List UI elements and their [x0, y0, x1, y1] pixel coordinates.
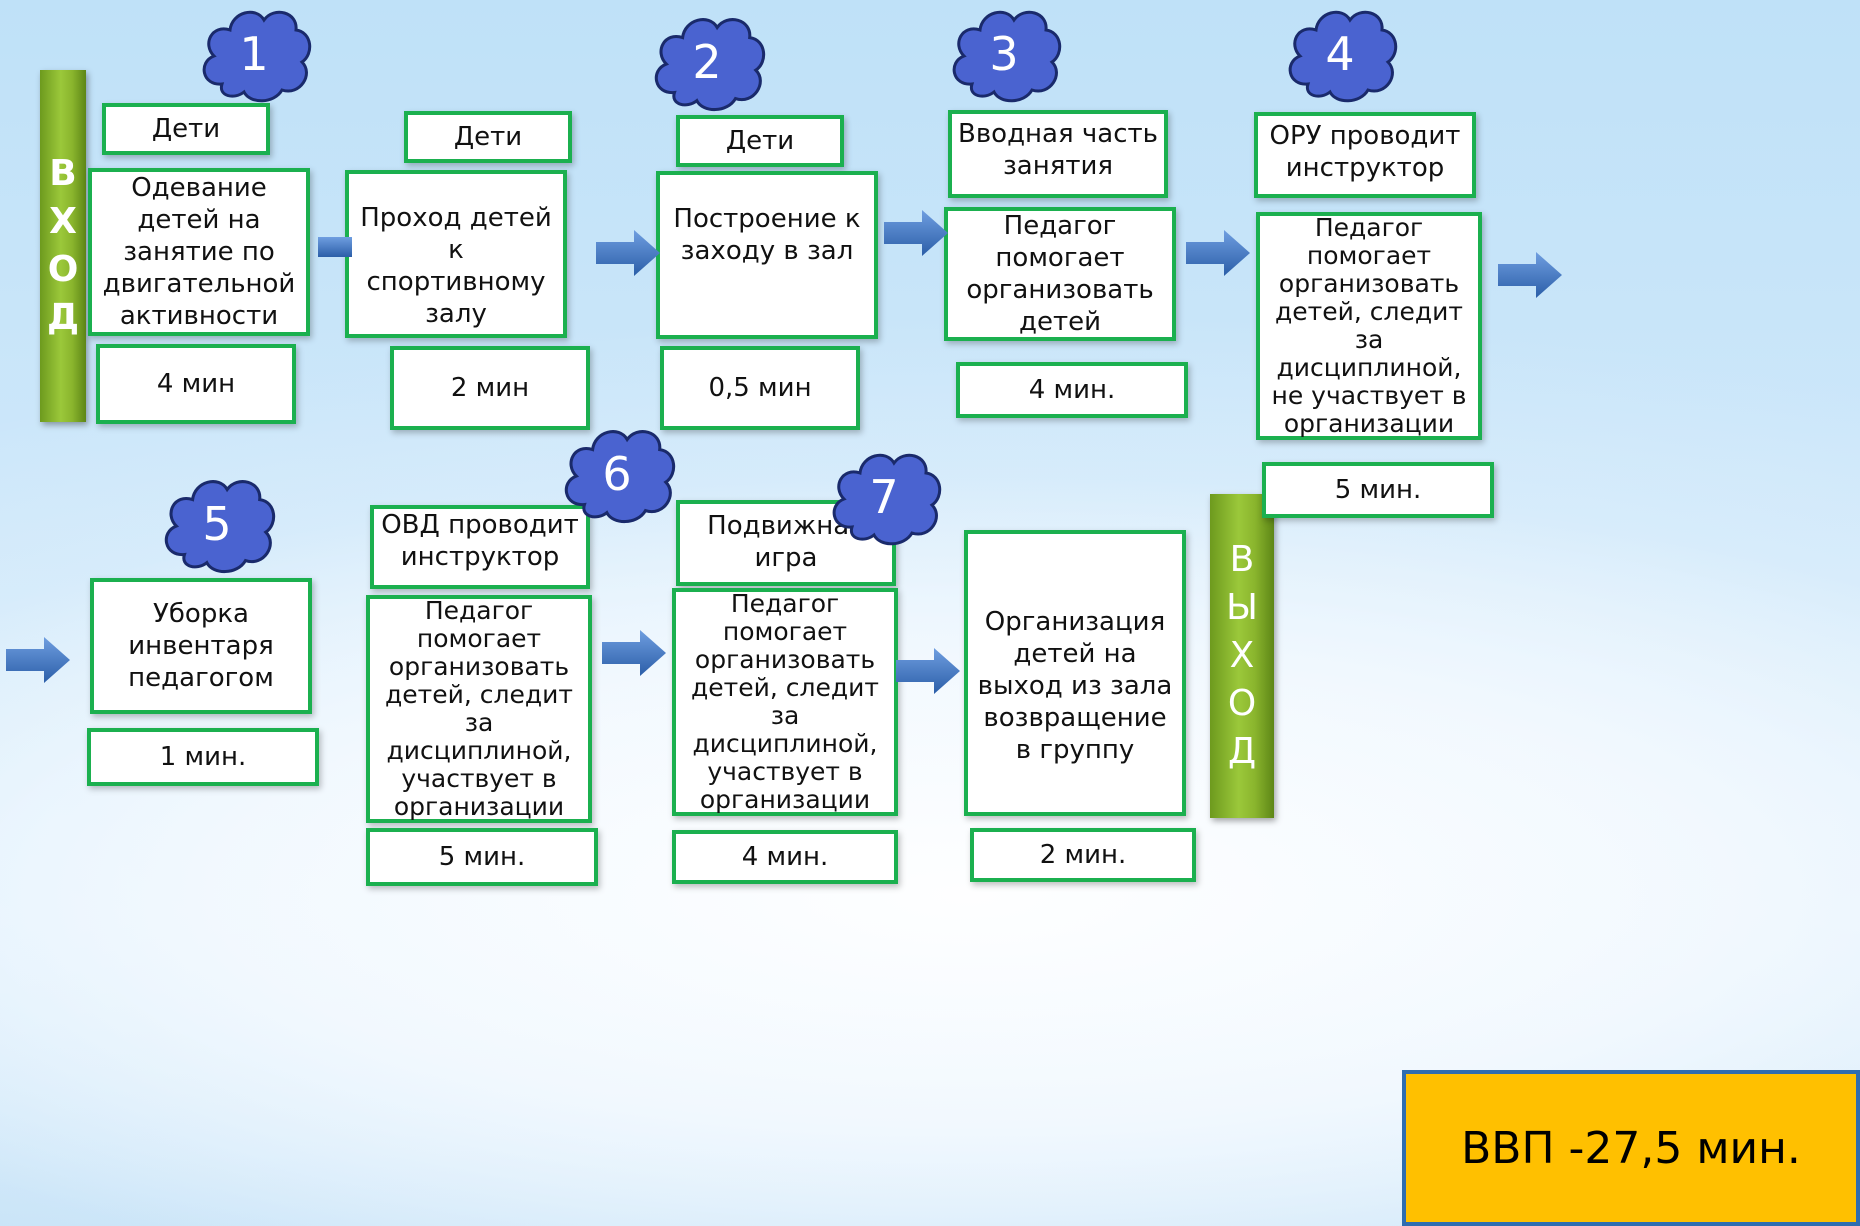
arrow-right-icon: [318, 237, 352, 257]
cloud-icon: [564, 430, 676, 524]
step-6-time: 1 мин.: [87, 728, 319, 786]
step-number: 7: [869, 470, 899, 524]
step-1-time: 4 мин: [96, 344, 296, 424]
cloud-icon: [654, 18, 766, 112]
step-5-who: ОРУ проводит инструктор: [1254, 112, 1476, 198]
step-4-who: Вводная часть занятия: [948, 110, 1168, 198]
exit-bar: В Ы Х О Д: [1210, 494, 1274, 818]
arrow-right-icon: [1186, 230, 1250, 276]
step-9-action: Организация детей на выход из зала возвр…: [964, 530, 1186, 816]
step-6-action: Уборка инвентаря педагогом: [90, 578, 312, 714]
entry-letter: О: [47, 249, 79, 290]
step-3-who: Дети: [676, 115, 844, 167]
step-number: 2: [692, 35, 722, 89]
step-2-action: Проход детей к спортивному залу: [345, 170, 567, 338]
arrow-right-icon: [602, 630, 666, 676]
exit-letter: Д: [1227, 731, 1257, 772]
cloud-icon: [952, 10, 1062, 103]
step-number-cloud: 7: [824, 446, 944, 548]
entry-letter: Х: [49, 201, 77, 242]
step-number: 1: [239, 27, 269, 81]
entry-letter: В: [49, 153, 77, 194]
arrow-right-icon: [596, 230, 660, 276]
cloud-icon: [202, 10, 312, 103]
step-8-time: 4 мин.: [672, 830, 898, 884]
step-8-action: Педагог помогает организовать детей, сле…: [672, 588, 898, 816]
arrow-right-icon: [1498, 252, 1562, 298]
step-7-time: 5 мин.: [366, 828, 598, 886]
cloud-icon: [164, 480, 276, 574]
step-number-cloud: 3: [944, 4, 1064, 104]
step-3-action: Построение к заходу в зал: [656, 171, 878, 339]
step-2-who: Дети: [404, 111, 572, 163]
entry-bar: В Х О Д: [40, 70, 86, 422]
exit-letter: Ы: [1226, 587, 1258, 628]
step-9-time: 2 мин.: [970, 828, 1196, 882]
step-number: 5: [202, 497, 232, 551]
step-number-cloud: 5: [156, 472, 278, 576]
step-number-cloud: 6: [556, 422, 678, 526]
step-4-action: Педагог помогает организовать детей: [944, 207, 1176, 341]
exit-letter: Х: [1229, 635, 1255, 676]
entry-letter: Д: [46, 297, 80, 338]
step-4-time: 4 мин.: [956, 362, 1188, 418]
step-1-action: Одевание детей на занятие по двигательно…: [88, 168, 310, 336]
step-number: 3: [989, 27, 1019, 81]
step-number-cloud: 1: [194, 4, 314, 104]
exit-letter: В: [1229, 539, 1255, 580]
step-7-action: Педагог помогает организовать детей, сле…: [366, 595, 592, 823]
cloud-icon: [1288, 10, 1398, 103]
arrow-right-icon: [6, 637, 70, 683]
step-number-cloud: 2: [646, 10, 768, 114]
total-time: ВВП -27,5 мин.: [1402, 1070, 1860, 1226]
exit-letter: О: [1227, 683, 1257, 724]
step-number-cloud: 4: [1280, 4, 1400, 104]
arrow-right-icon: [896, 648, 960, 694]
cloud-icon: [832, 453, 942, 546]
arrow-right-icon: [884, 210, 948, 256]
step-2-time: 2 мин: [390, 346, 590, 430]
step-3-time: 0,5 мин: [660, 346, 860, 430]
step-5-action: Педагог помогает организовать детей, сле…: [1256, 212, 1482, 440]
step-5-time: 5 мин.: [1262, 462, 1494, 518]
step-7-who: ОВД проводит инструктор: [370, 505, 590, 589]
step-number: 6: [602, 447, 632, 501]
step-number: 4: [1325, 27, 1355, 81]
step-1-who: Дети: [102, 103, 270, 155]
